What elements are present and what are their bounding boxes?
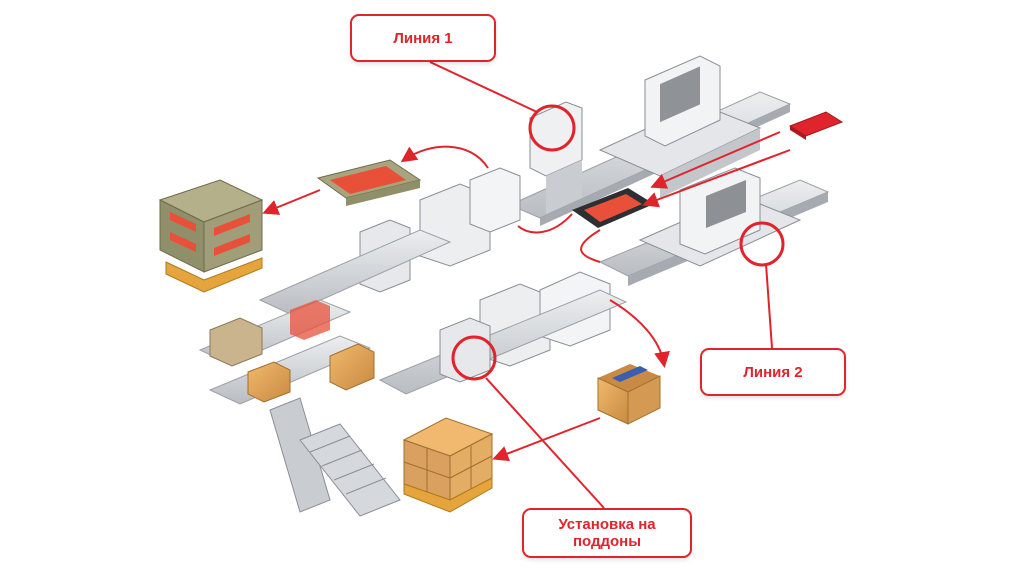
flow-arrow-to-tray-2 — [642, 149, 791, 208]
pallet-boxes-icon — [402, 417, 494, 513]
palletizing-highlight-circle — [451, 335, 497, 381]
robot-palletizing-cell — [198, 299, 401, 517]
line1-leader — [429, 61, 538, 113]
tray-product-icon — [788, 111, 844, 140]
flow-arrow-to-pallet-boxes — [492, 417, 601, 462]
flow-arrow-machine-to-crate — [400, 145, 489, 169]
flow-arrow-tray-to-line2 — [580, 229, 601, 263]
flow-arrow-to-tray-1 — [650, 131, 781, 189]
line1-highlight-circle — [528, 104, 576, 152]
line2-highlight-circle — [739, 221, 785, 267]
case-erector-machines — [258, 167, 521, 315]
crate-icon — [316, 159, 422, 206]
flow-arrow-crate-to-pallet — [262, 189, 321, 215]
lower-packing-machines — [378, 271, 628, 395]
carton-box-icon — [597, 364, 661, 425]
connector-lines — [262, 61, 791, 509]
highlight-circles — [451, 104, 785, 381]
line1-label: Линия 1 — [350, 14, 496, 62]
line2-label: Линия 2 — [700, 348, 846, 396]
palletizing-leader — [485, 377, 605, 509]
line2-packaging-machine — [638, 167, 802, 267]
flow-arrow-tray-to-line1 — [517, 213, 573, 234]
pallet-stack-icon — [158, 179, 264, 293]
flow-arrow-to-carton — [609, 299, 670, 368]
packaged-tray-icon — [572, 188, 654, 228]
line2-leader — [765, 263, 773, 349]
roller-conveyor — [299, 423, 401, 517]
palletizing-label: Установка на поддоны — [522, 508, 692, 558]
